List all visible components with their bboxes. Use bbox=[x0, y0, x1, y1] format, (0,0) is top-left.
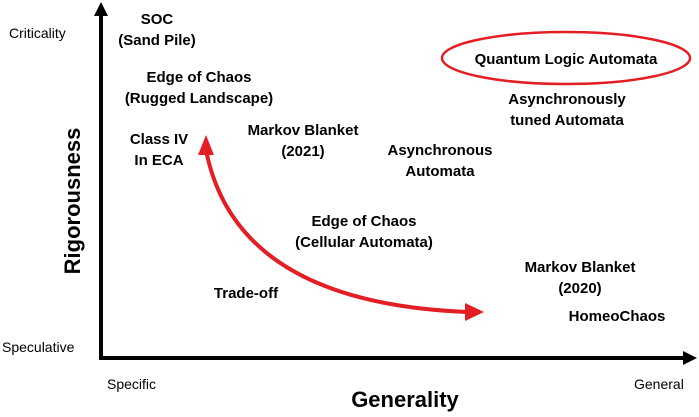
label-trade-off-line-0: Trade-off bbox=[214, 285, 279, 302]
x-axis-right-label: General bbox=[634, 376, 684, 392]
label-async-tuned-line-0: Asynchronously bbox=[508, 91, 626, 108]
label-class-iv-line-0: Class IV bbox=[130, 131, 188, 148]
label-markov-2020-line-0: Markov Blanket bbox=[525, 259, 636, 276]
label-async-automata-line-1: Automata bbox=[405, 163, 475, 180]
tradeoff-arrow-curve bbox=[204, 149, 469, 314]
label-markov-2020-line-1: (2020) bbox=[558, 280, 601, 297]
label-async-tuned-line-1: tuned Automata bbox=[510, 112, 624, 129]
label-soc-line-0: SOC bbox=[141, 11, 174, 28]
label-edge-chaos-rugged-line-0: Edge of Chaos bbox=[146, 69, 251, 86]
x-axis-left-label: Specific bbox=[107, 376, 156, 392]
label-edge-chaos-rugged-line-1: (Rugged Landscape) bbox=[125, 90, 273, 107]
label-soc-line-1: (Sand Pile) bbox=[118, 32, 196, 49]
y-axis-bottom-label: Speculative bbox=[2, 339, 75, 355]
label-quantum-logic: Quantum Logic Automata bbox=[475, 51, 658, 68]
label-homeochaos: HomeoChaos bbox=[569, 308, 666, 325]
highlight-ellipse bbox=[440, 30, 692, 86]
label-markov-2021-line-0: Markov Blanket bbox=[248, 122, 359, 139]
items-layer: SOC (Sand Pile) Edge of Chaos (Rugged Lands… bbox=[118, 11, 665, 325]
label-markov-2021-line-1: (2021) bbox=[281, 143, 324, 160]
tradeoff-arrowhead-top bbox=[198, 135, 214, 155]
label-edge-chaos-ca-line-1: (Cellular Automata) bbox=[295, 234, 433, 251]
label-edge-chaos-ca-line-0: Edge of Chaos bbox=[311, 213, 416, 230]
y-axis-title: Rigorousness bbox=[60, 128, 85, 275]
label-edge-chaos-rugged: Edge of Chaos (Rugged Landscape) bbox=[125, 69, 273, 107]
label-class-iv: Class IV In ECA bbox=[130, 131, 188, 169]
label-quantum-logic-line-0: Quantum Logic Automata bbox=[475, 51, 658, 68]
label-homeochaos-line-0: HomeoChaos bbox=[569, 308, 666, 325]
label-async-tuned: Asynchronously tuned Automata bbox=[508, 91, 626, 129]
label-markov-2021: Markov Blanket (2021) bbox=[248, 122, 359, 160]
label-async-automata-line-0: Asynchronous bbox=[387, 142, 492, 159]
x-axis-title: Generality bbox=[351, 387, 459, 412]
label-edge-chaos-ca: Edge of Chaos (Cellular Automata) bbox=[295, 213, 433, 251]
label-class-iv-line-1: In ECA bbox=[134, 152, 183, 169]
label-soc: SOC (Sand Pile) bbox=[118, 11, 196, 49]
y-axis-arrowhead bbox=[94, 2, 108, 16]
label-markov-2020: Markov Blanket (2020) bbox=[525, 259, 636, 297]
tradeoff-arrowhead-right bbox=[465, 303, 484, 321]
y-axis-top-label: Criticality bbox=[9, 25, 66, 41]
label-trade-off: Trade-off bbox=[214, 285, 279, 302]
x-axis-arrowhead bbox=[683, 351, 697, 365]
